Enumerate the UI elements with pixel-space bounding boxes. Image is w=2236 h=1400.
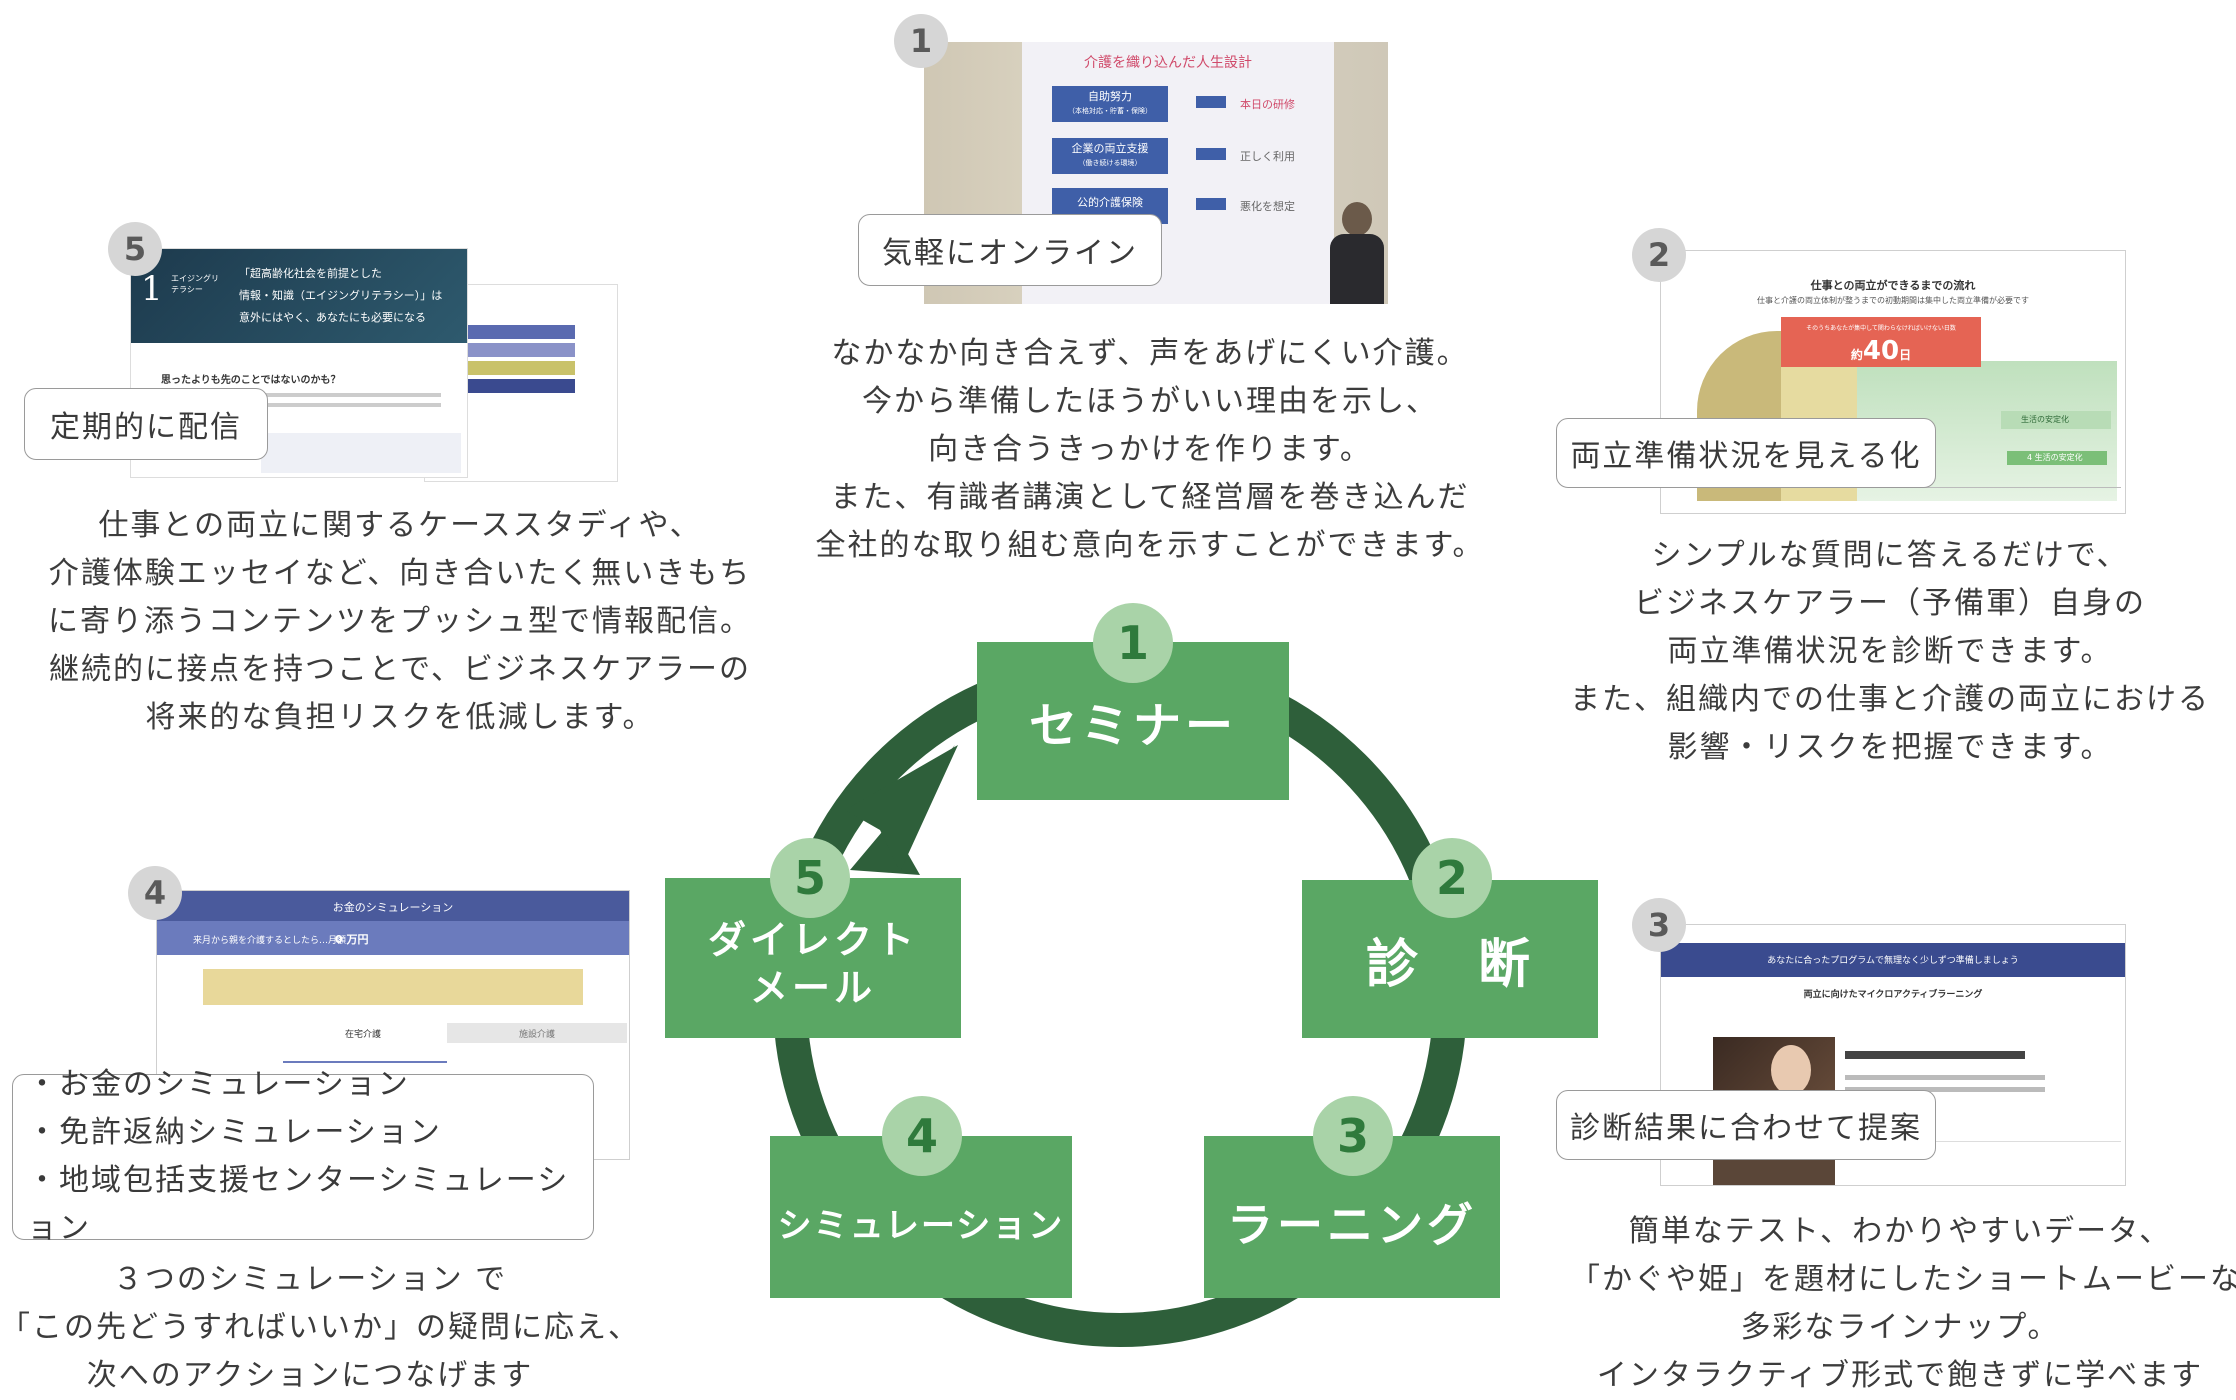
mail-screenshot: 1 エイジングリテラシー 「超高齢化社会を前提とした 情報・知識（エイジングリテ… — [130, 248, 468, 478]
diagnosis-desc-line: また、組織内での仕事と介護の両立における — [1570, 682, 2210, 717]
slide-row-1-right: 本日の研修 — [1240, 98, 1295, 111]
step-diagnosis-number: 2 — [1412, 838, 1492, 918]
mail-desc-line: 仕事との両立に関するケーススタディや、 — [98, 508, 702, 543]
simulation-callout-item: ・地域包括支援センターシミュレーション — [27, 1163, 570, 1246]
learning-shot-header: あなたに合ったプログラムで無理なく少しずつ準備しましょう — [1767, 956, 2019, 966]
diagnosis-shot-sub: 仕事と介護の両立体制が整うまでの初動期間は集中した両立準備が必要です — [1757, 296, 2029, 305]
simulation-callout-item: ・免許返納シミュレーション — [27, 1115, 442, 1150]
simulation-badge: 4 — [128, 866, 182, 920]
diagnosis-desc-line: ビジネスケアラー（予備軍）自身の — [1634, 586, 2146, 621]
slide-row-3-right: 悪化を想定 — [1240, 200, 1295, 213]
simulation-desc-line: 次へのアクションにつなげます — [86, 1358, 534, 1393]
seminar-badge: 1 — [894, 14, 948, 68]
diagnosis-description: シンプルな質問に答えるだけで、 ビジネスケアラー（予備軍）自身の 両立準備状況を… — [1570, 532, 2210, 772]
step-learning-label: ラーニング — [1227, 1198, 1477, 1252]
simulation-shot-amount: 0 万円 — [335, 933, 369, 946]
diagnosis-days: 40 — [1862, 336, 1900, 366]
simulation-shot-row: 来月から親を介護するとしたら…月額 — [193, 936, 347, 946]
learning-badge: 3 — [1632, 898, 1686, 952]
learning-desc-line: 「かぐや姫」を題材にしたショートムービーなど — [1570, 1262, 2236, 1297]
diagnosis-badge: 2 — [1632, 228, 1686, 282]
step-mail-label-1: ダイレクト — [707, 918, 918, 962]
learning-desc-line: 簡単なテスト、わかりやすいデータ、 — [1628, 1214, 2172, 1249]
mail-shot-head-2: 情報・知識（エイジングリテラシー）」は — [239, 289, 443, 302]
simulation-desc-line: ３つのシミュレーション で — [112, 1262, 508, 1297]
learning-desc-line: 多彩なラインナップ。 — [1740, 1310, 2060, 1345]
mail-shot-head-3: 意外にはやく、あなたにも必要になる — [239, 311, 426, 324]
diagnosis-shot-box-text: そのうちあなたが集中して関わらなければいけない日数 — [1806, 325, 1956, 332]
mail-desc-line: に寄り添うコンテンツをプッシュ型で情報配信。 — [48, 604, 752, 639]
seminar-desc-line: 今から準備したほうがいい理由を示し、 — [862, 384, 1438, 419]
slide-row-2-right: 正しく利用 — [1240, 150, 1295, 163]
seminar-desc-line: なかなか向き合えず、声をあげにくい介護。 — [831, 336, 1469, 371]
learning-shot-title: 両立に向けたマイクロアクティブラーニング — [1803, 990, 1983, 1000]
mail-desc-line: 継続的に接点を持つことで、ビジネスケアラーの — [49, 652, 751, 687]
simulation-shot-title: お金のシミュレーション — [332, 901, 454, 914]
step-seminar-label: セミナー — [1028, 698, 1237, 754]
seminar-callout: 気軽にオンライン — [858, 214, 1162, 286]
speaker-figure — [1326, 202, 1386, 304]
mail-desc-line: 将来的な負担リスクを低減します。 — [145, 700, 655, 735]
diagnosis-desc-line: 両立準備状況を診断できます。 — [1667, 634, 2113, 669]
simulation-shot-tab-a: 在宅介護 — [344, 1030, 381, 1040]
step-mail-label-2: メール — [749, 966, 876, 1010]
mail-description: 仕事との両立に関するケーススタディや、 介護体験エッセイなど、向き合いたく無いき… — [20, 502, 780, 742]
simulation-description: ３つのシミュレーション で 「この先どうすればいいか」の疑問に応え、 次へのアク… — [0, 1256, 640, 1400]
slide-row-2-sub: （働き続ける環境） — [1078, 159, 1142, 167]
learning-callout: 診断結果に合わせて提案 — [1556, 1090, 1936, 1160]
step-simulation: シミュレーション — [770, 1136, 1072, 1298]
slide-row-1-box: 自助努力 — [1088, 90, 1132, 103]
step-seminar-number: 1 — [1093, 603, 1173, 683]
seminar-desc-line: 全社的な取り組む意向を示すことができます。 — [815, 528, 1485, 563]
slide-row-1-sub: （本格対応・貯蓄・保険） — [1068, 107, 1152, 115]
simulation-callout-item: ・お金のシミュレーション — [27, 1067, 410, 1102]
simulation-desc-line: 「この先どうすればいいか」の疑問に応え、 — [0, 1310, 640, 1345]
simulation-callout: ・お金のシミュレーション ・免許返納シミュレーション ・地域包括支援センターシミ… — [12, 1067, 594, 1246]
learning-character — [1771, 1045, 1811, 1095]
step-simulation-number: 4 — [882, 1096, 962, 1176]
diagnosis-callout: 両立準備状況を見える化 — [1556, 418, 1936, 488]
learning-desc-line: インタラクティブ形式で飽きずに学べます — [1596, 1358, 2204, 1393]
slide-row-3-box: 公的介護保険 — [1077, 196, 1143, 209]
learning-description: 簡単なテスト、わかりやすいデータ、 「かぐや姫」を題材にしたショートムービーなど… — [1570, 1208, 2236, 1400]
diagnosis-desc-line: シンプルな質問に答えるだけで、 — [1651, 538, 2129, 573]
step-learning-number: 3 — [1313, 1096, 1393, 1176]
slide-row-2-box: 企業の両立支援 — [1071, 142, 1149, 155]
diagnosis-shot-label-b: 4 生活の安定化 — [2027, 453, 2083, 462]
diagnosis-days-prefix: 約 — [1850, 348, 1863, 362]
seminar-description: なかなか向き合えず、声をあげにくい介護。 今から準備したほうがいい理由を示し、 … — [790, 330, 1510, 570]
diagnosis-shot-label-a: 生活の安定化 — [2021, 415, 2069, 424]
diagnosis-days-suffix: 日 — [1899, 348, 1912, 362]
mail-callout: 定期的に配信 — [24, 388, 268, 460]
mail-shot-side: エイジングリテラシー — [171, 274, 219, 294]
seminar-desc-line: 向き合うきっかけを作ります。 — [928, 432, 1372, 467]
seminar-desc-line: また、有識者講演として経営層を巻き込んだ — [830, 480, 1470, 515]
simulation-shot-tab-b: 施設介護 — [518, 1030, 555, 1040]
step-mail-number: 5 — [770, 838, 850, 918]
diagnosis-desc-line: 影響・リスクを把握できます。 — [1667, 730, 2113, 765]
mail-desc-line: 介護体験エッセイなど、向き合いたく無いきもち — [48, 556, 752, 591]
step-diagnosis-label: 診 断 — [1365, 934, 1534, 995]
mail-badge: 5 — [108, 222, 162, 276]
slide-title: 介護を織り込んだ人生設計 — [1084, 55, 1252, 71]
mail-shot-question: 思ったよりも先のことではないのかも？ — [161, 375, 341, 386]
mail-shot-head-1: 「超高齢化社会を前提とした — [239, 267, 382, 280]
diagnosis-shot-title: 仕事との両立ができるまでの流れ — [1810, 279, 1976, 292]
step-simulation-label: シミュレーション — [777, 1205, 1065, 1246]
